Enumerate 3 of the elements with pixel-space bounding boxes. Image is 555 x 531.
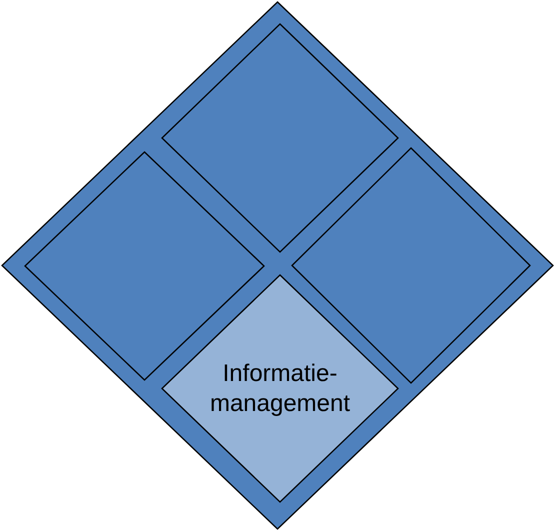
diamond-shape — [162, 275, 398, 502]
diamond-shape — [162, 24, 398, 252]
node-label: Informatie- management — [208, 358, 352, 418]
